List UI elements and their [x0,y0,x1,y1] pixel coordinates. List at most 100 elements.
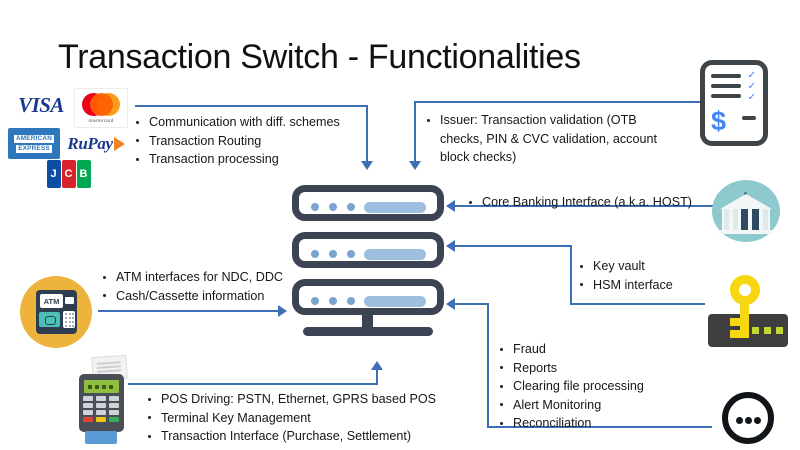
connector-key-vault-horizontal [455,245,572,248]
list-item: Fraud [497,340,677,359]
core-banking-list: Core Banking Interface (a.k.a. HOST) [466,193,716,212]
connector-schemes-vertical [366,105,369,163]
bank-column [733,209,738,231]
jcb-logo: J C B [46,160,92,188]
list-item: ATM interfaces for NDC, DDC [100,268,310,287]
hsm-led [752,327,759,334]
document-dash [742,116,756,120]
list-item: Core Banking Interface (a.k.a. HOST) [466,193,716,212]
atm-cash-note [45,316,56,325]
bank-column [724,209,729,231]
key-vault-list: Key vault HSM interface [577,257,737,294]
pos-display-screen [84,380,119,393]
server-unit [292,279,444,315]
jcb-logo-b: B [76,160,91,188]
operations-functions-list: Fraud Reports Clearing file processing A… [497,340,677,433]
list-item: Transaction processing [133,150,368,169]
connector-key-vault-arrowhead [446,240,455,252]
pos-functions-list: POS Driving: PSTN, Ethernet, GPRS based … [145,390,455,446]
connector-schemes-arrowhead [361,161,373,170]
connector-ops-arrowhead [446,298,455,310]
list-item: Issuer: Transaction validation (OTB chec… [424,111,676,167]
connector-ops-bottom-horizontal [487,426,712,429]
bank-column-dark [741,209,748,231]
bank-building-icon [712,180,780,242]
bank-column [763,209,768,231]
dollar-sign-icon: $ [711,106,727,136]
ellipsis-circle-icon [722,392,774,444]
pos-base-shape [85,431,117,444]
connector-pos-vertical [376,370,379,385]
mastercard-circles-icon [82,93,120,117]
atm-functions-list: ATM interfaces for NDC, DDC Cash/Cassett… [100,268,310,305]
connector-pos-horizontal [128,383,378,386]
document-line [711,94,741,98]
server-stand-stem [362,315,373,331]
connector-issuer-vertical [414,101,417,163]
bank-base [719,230,773,234]
rupay-logo: RuPay [64,132,128,156]
pos-terminal-icon [74,354,134,444]
list-item: Cash/Cassette information [100,287,310,306]
key-tooth [730,318,742,326]
list-item: Reconciliation [497,414,677,433]
connector-ops-horizontal [455,303,489,306]
connector-core-banking-arrowhead [446,200,455,212]
connector-key-vault-vertical [570,245,573,305]
checkmark-icon: ✓ [747,81,756,92]
list-item: Key vault [577,257,737,276]
server-unit [292,232,444,268]
transaction-switch-server-stack [292,185,444,336]
document-line [711,74,741,78]
ellipsis-ring-shape [722,392,774,444]
bank-column-dark [752,209,759,231]
connector-schemes-horizontal [135,105,368,108]
checkmark-icon: ✓ [747,70,756,81]
hsm-led [776,327,783,334]
key-ring-shape [730,275,760,305]
atm-card-slot [65,297,74,304]
list-item: Terminal Key Management [145,409,455,428]
connector-issuer-arrowhead [409,161,421,170]
key-tooth [730,330,740,338]
key-hsm-icon [708,275,788,347]
page-title: Transaction Switch - Functionalities [58,38,581,76]
rupay-logo-text: RuPay [67,134,113,153]
amex-logo-line2: EXPRESS [16,144,52,153]
atm-keypad [63,311,75,328]
document-line [711,84,741,88]
connector-ops-vertical [487,303,490,428]
list-item: Clearing file processing [497,377,677,396]
list-item: Reports [497,359,677,378]
visa-logo: VISA [12,92,70,118]
issuer-functions-list: Issuer: Transaction validation (OTB chec… [424,111,676,167]
connector-atm-horizontal [98,310,280,313]
amex-logo-line1: AMERICAN [13,134,55,143]
pos-keypad [83,396,120,424]
connector-hsm-horizontal [570,303,705,306]
schemes-functions-list: Communication with diff. schemes Transac… [133,113,368,169]
hsm-led [764,327,771,334]
list-item: Communication with diff. schemes [133,113,368,132]
atm-machine-icon: ATM [20,276,92,348]
bank-roof-shape [720,194,772,209]
amex-logo: AMERICAN EXPRESS [8,128,60,159]
mastercard-logo: mastercard [74,88,128,128]
connector-atm-arrowhead [278,305,287,317]
list-item: HSM interface [577,276,737,295]
connector-pos-arrowhead [371,361,383,370]
key-stem-shape [740,302,749,338]
list-item: Transaction Routing [133,132,368,151]
card-scheme-logo-group: VISA mastercard AMERICAN EXPRESS RuPay J… [6,88,130,188]
atm-screen-label: ATM [40,294,63,308]
list-item: Alert Monitoring [497,396,677,415]
jcb-logo-j: J [46,160,61,188]
server-unit [292,185,444,221]
server-stand-base [303,327,433,336]
connector-issuer-horizontal [414,101,700,104]
invoice-document-icon: ✓ ✓ ✓ $ [700,60,768,146]
rupay-arrow-icon [113,137,125,151]
checkmark-icon: ✓ [747,92,756,103]
connector-core-banking-horizontal [455,205,715,208]
